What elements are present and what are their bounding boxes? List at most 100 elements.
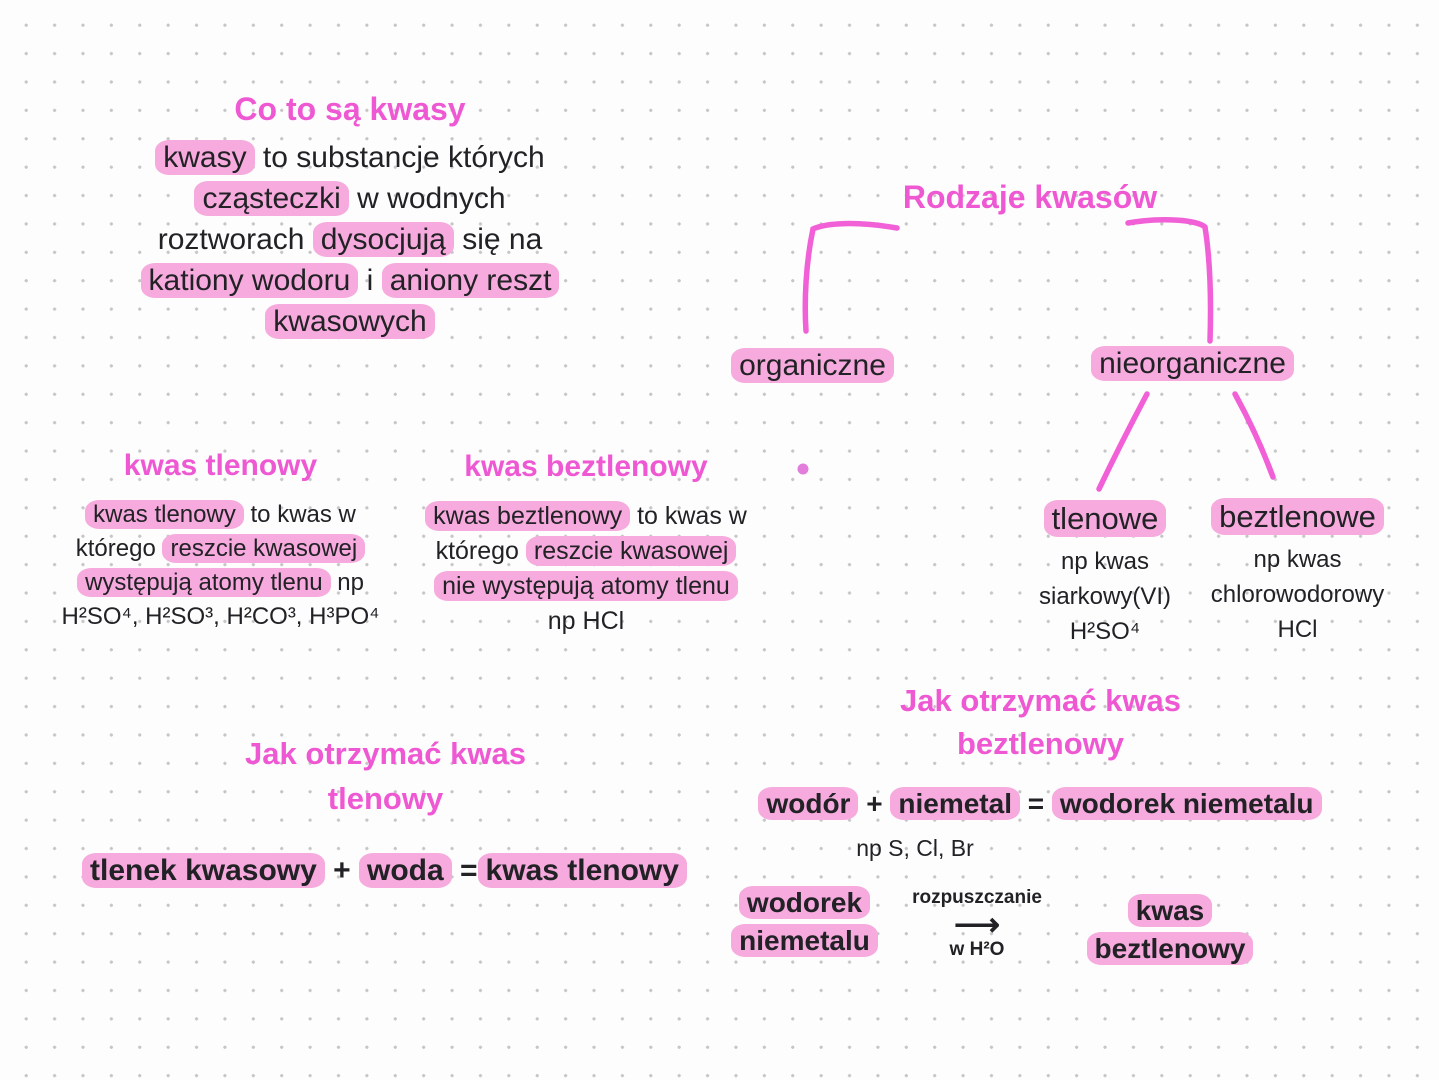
bracket-right-line bbox=[1125, 217, 1214, 344]
formula-line: np HCl bbox=[547, 607, 625, 635]
leaf-label: tlenowe bbox=[1000, 500, 1210, 538]
plain-text: to substancje których bbox=[254, 141, 545, 174]
equation-kwas-tlenowy: tlenek kwasowy + woda =kwas tlenowy bbox=[52, 849, 717, 893]
highlighted-term: reszcie kwasowej bbox=[525, 536, 737, 566]
example-line: chlorowodorowy bbox=[1210, 581, 1385, 608]
plain-text: i bbox=[358, 264, 382, 297]
highlighted-term: wodór bbox=[758, 787, 859, 820]
highlighted-term: wodorek bbox=[738, 886, 871, 919]
highlighted-term: dysocjują bbox=[312, 222, 454, 257]
definition-line: kwasy to substancje których bbox=[55, 137, 645, 178]
section-title-otrzymac-tlenowy: Jak otrzymać kwas tlenowy bbox=[108, 731, 663, 821]
plain-text: którego bbox=[75, 535, 163, 562]
example-line: siarkowy(VI) bbox=[1038, 583, 1171, 610]
definition-paragraph: kwasy to substancje których cząsteczki w… bbox=[55, 137, 645, 342]
section-title: kwas beztlenowy bbox=[464, 450, 708, 483]
highlighted-term: aniony reszt bbox=[381, 263, 560, 298]
definition-line: kationy wodoru i aniony reszt bbox=[55, 260, 645, 301]
section-title: Co to są kwasy bbox=[234, 91, 466, 127]
flow-arrow-group: rozpuszczanie ⟶ w H²O bbox=[893, 886, 1061, 962]
highlighted-term: cząsteczki bbox=[194, 181, 349, 216]
stray-pen-dot bbox=[797, 463, 809, 475]
plain-text: + bbox=[324, 854, 360, 887]
branch-right-line bbox=[1232, 391, 1276, 480]
leaf-example: np kwas chlorowodorowy HCl bbox=[1180, 542, 1415, 647]
title-line: beztlenowy bbox=[956, 726, 1125, 761]
plain-text: w wodnych bbox=[348, 182, 506, 215]
highlighted-term: występują atomy tlenu bbox=[77, 568, 331, 597]
plain-text: się na bbox=[453, 223, 543, 256]
flow-right-term: kwas beztlenowy bbox=[1072, 892, 1268, 968]
leaf-example: np kwas siarkowy(VI) H²SO⁴ bbox=[1000, 544, 1210, 649]
definition-paragraph: kwas tlenowy to kwas w którego reszcie k… bbox=[28, 498, 413, 634]
highlighted-term: kwasy bbox=[155, 140, 255, 175]
example-formula: H²SO⁴ bbox=[1069, 618, 1141, 645]
highlighted-term: wodorek niemetalu bbox=[1051, 787, 1322, 820]
section-what-are-acids: Co to są kwasy kwasy to substancje który… bbox=[55, 90, 645, 342]
leaf-tlenowe: tlenowe np kwas siarkowy(VI) H²SO⁴ bbox=[1000, 500, 1210, 649]
highlighted-term: tlenowe bbox=[1043, 500, 1167, 537]
title-line: Jak otrzymać kwas bbox=[245, 736, 526, 771]
definition-line: kwas tlenowy to kwas w bbox=[28, 498, 413, 532]
example-formula: HCl bbox=[1277, 616, 1318, 643]
term-line: kwas bbox=[1072, 892, 1268, 930]
section-title-rodzaje-kwasow: Rodzaje kwasów bbox=[902, 179, 1158, 215]
example-line: np kwas bbox=[1060, 548, 1150, 575]
examples-note: np S, Cl, Br bbox=[856, 835, 974, 861]
term-line: wodorek bbox=[712, 884, 897, 922]
plain-text: roztworach bbox=[157, 223, 313, 256]
definition-line: cząsteczki w wodnych bbox=[55, 178, 645, 219]
section-title: kwas tlenowy bbox=[123, 449, 318, 482]
highlighted-term: kwas tlenowy bbox=[85, 500, 244, 529]
bracket-left-line bbox=[802, 220, 900, 334]
section-kwas-tlenowy: kwas tlenowy kwas tlenowy to kwas w któr… bbox=[28, 448, 413, 634]
plain-text: np bbox=[330, 569, 364, 596]
highlighted-term: kwas tlenowy bbox=[477, 853, 687, 888]
arrow-label-bottom: w H²O bbox=[949, 939, 1005, 960]
leaf-label: beztlenowe bbox=[1180, 498, 1415, 536]
definition-line: którego reszcie kwasowej bbox=[396, 534, 776, 569]
title-line: tlenowy bbox=[327, 781, 444, 816]
example-line: np kwas bbox=[1253, 546, 1342, 573]
plain-text: którego bbox=[435, 537, 526, 565]
arrow-label-top: rozpuszczanie bbox=[912, 887, 1042, 908]
section-title-otrzymac-beztlenowy: Jak otrzymać kwas beztlenowy bbox=[758, 679, 1323, 765]
right-arrow-icon: ⟶ bbox=[954, 906, 1000, 942]
term-line: beztlenowy bbox=[1072, 930, 1268, 968]
highlighted-term: kationy wodoru bbox=[140, 263, 359, 298]
highlighted-term: kwas beztlenowy bbox=[425, 501, 631, 531]
highlighted-term: nieorganiczne bbox=[1091, 346, 1294, 381]
highlighted-term: beztlenowy bbox=[1086, 932, 1254, 965]
flow-left-term: wodorek niemetalu bbox=[712, 884, 897, 960]
highlighted-term: nie występują atomy tlenu bbox=[434, 571, 738, 601]
definition-line: kwas beztlenowy to kwas w bbox=[396, 499, 776, 534]
highlighted-term: niemetal bbox=[890, 787, 1020, 820]
term-line: niemetalu bbox=[712, 922, 897, 960]
definition-line: roztworach dysocjują się na bbox=[55, 219, 645, 260]
plain-text: to kwas w bbox=[243, 501, 356, 528]
highlighted-term: niemetalu bbox=[731, 924, 878, 957]
section-kwas-beztlenowy: kwas beztlenowy kwas beztlenowy to kwas … bbox=[396, 449, 776, 639]
leaf-beztlenowe: beztlenowe np kwas chlorowodorowy HCl bbox=[1180, 498, 1415, 647]
plain-text: to kwas w bbox=[630, 502, 747, 530]
title-line: Jak otrzymać kwas bbox=[900, 683, 1181, 718]
branch-nieorganiczne: nieorganiczne bbox=[1070, 345, 1315, 383]
highlighted-term: kwasowych bbox=[265, 304, 435, 339]
branch-organiczne: organiczne bbox=[700, 347, 925, 385]
definition-line: którego reszcie kwasowej bbox=[28, 532, 413, 566]
definition-paragraph: kwas beztlenowy to kwas w którego reszci… bbox=[396, 499, 776, 639]
plain-text: + bbox=[858, 788, 891, 819]
branch-left-line bbox=[1096, 391, 1150, 492]
highlighted-term: kwas bbox=[1127, 894, 1213, 927]
highlighted-term: organiczne bbox=[731, 348, 894, 383]
definition-line: nie występują atomy tlenu bbox=[396, 569, 776, 604]
definition-line: kwasowych bbox=[55, 301, 645, 342]
plain-text: = bbox=[451, 854, 478, 887]
formula-line: H²SO⁴, H²SO³, H²CO³, H³PO⁴ bbox=[61, 603, 380, 630]
equation-wodorek-niemetalu: wodór + niemetal = wodorek niemetalu bbox=[705, 783, 1375, 825]
highlighted-term: tlenek kwasowy bbox=[82, 853, 325, 888]
highlighted-term: beztlenowe bbox=[1211, 498, 1384, 535]
highlighted-term: woda bbox=[359, 853, 452, 888]
highlighted-term: reszcie kwasowej bbox=[162, 534, 366, 563]
